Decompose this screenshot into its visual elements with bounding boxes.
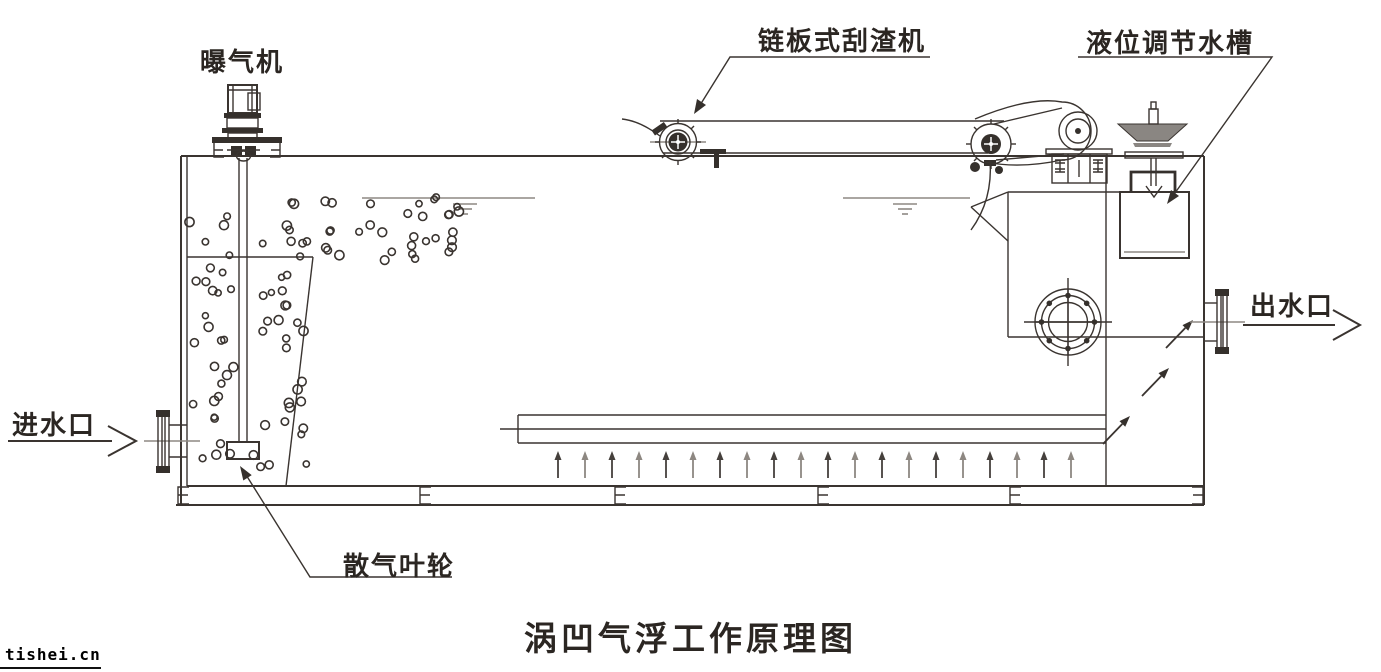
watermark: tishei.cn (0, 643, 101, 669)
aerator-label: 曝气机 (200, 47, 285, 77)
scraper-drive-motor (974, 100, 1113, 184)
scum-discharge-flange (1024, 278, 1112, 366)
aeration-up-arrows (554, 451, 1075, 478)
inlet-label: 进水口 (12, 410, 97, 440)
scraper-flights (651, 121, 726, 168)
inlet-pipe-flange (144, 410, 200, 473)
aerator-shaft (238, 158, 248, 442)
handwheel-valve (1116, 101, 1189, 186)
impeller-label: 散气叶轮 (343, 551, 456, 581)
scraper-label: 链板式刮渣机 (758, 26, 927, 56)
leader-lines (240, 56, 1274, 578)
air-bubbles (184, 193, 465, 472)
flow-direction-arrows (1102, 320, 1193, 445)
aerator-motor (212, 84, 282, 162)
scum-chute (970, 156, 1204, 486)
level-adjusting-tank (1119, 170, 1190, 259)
outlet-label: 出水口 (1250, 291, 1335, 321)
sprocket-right (966, 119, 1016, 174)
floor-joint-marks (177, 486, 1204, 505)
level-tank-label: 液位调节水槽 (1086, 28, 1255, 58)
aeration-plate (500, 414, 1106, 444)
outlet-flow-arrow (1243, 309, 1363, 341)
inlet-flow-arrow (8, 425, 139, 457)
aeration-zone-baffle (187, 256, 314, 487)
diagram-title: 涡凹气浮工作原理图 (524, 620, 857, 657)
outlet-pipe-flange (1190, 289, 1245, 354)
